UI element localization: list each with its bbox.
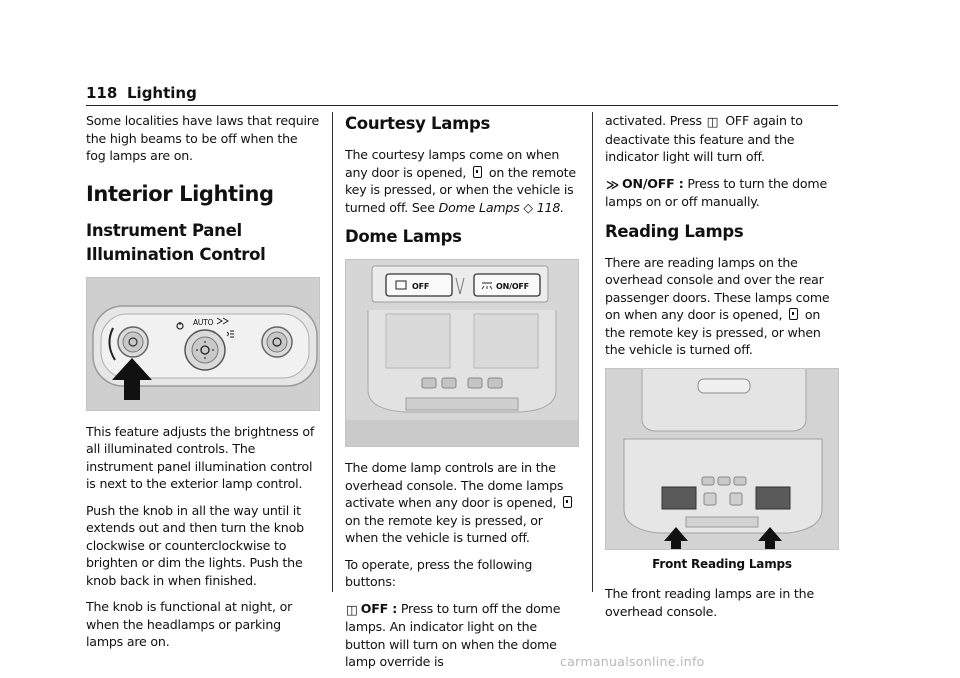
dome-off-label: OFF [412,282,429,291]
page-number: 118 [86,84,118,102]
off-paragraph: ◫OFF : Press to turn off the dome lamps.… [345,600,561,670]
reference-arrow-icon: ◇ [523,199,533,215]
cross-reference: Dome Lamps [438,199,520,215]
dome-console-illustration: OFF ON/OFF [346,260,578,446]
dome-onoff-label: ON/OFF [496,282,529,291]
panel-paragraph-3: The knob is functional at night, or when… [86,599,293,649]
column-3: activated. Press ◫ OFF again to deactiva… [605,112,839,629]
dome-lamp-icon: ≫ [606,176,619,192]
off-label: OFF : [360,600,398,616]
column-divider [592,112,593,592]
intro-paragraph: Some localities have laws that require t… [86,113,320,163]
column-2: Courtesy Lamps The courtesy lamps come o… [345,112,579,678]
column-1: Some localities have laws that require t… [86,112,320,660]
dome-paragraph: The dome lamp controls are in the overhe… [345,459,579,547]
remote-key-icon [789,308,799,320]
onoff-paragraph: ≫ON/OFF : Press to turn the dome lamps o… [605,175,828,210]
section-title: Lighting [127,84,197,102]
remote-key-icon [563,496,573,508]
operate-paragraph: To operate, press the following buttons: [345,556,533,590]
heading-interior-lighting: Interior Lighting [86,181,274,206]
onoff-label: ON/OFF : [621,175,684,191]
panel-paragraph-2: Push the knob in all the way until it ex… [86,502,304,588]
panel-paragraph-1: This feature adjusts the brightness of a… [86,423,315,492]
courtesy-paragraph: The courtesy lamps come on when any door… [345,147,576,215]
instrument-panel-figure: AUTO [86,276,320,411]
front-reading-paragraph: The front reading lamps are in the overh… [605,586,814,619]
reading-paragraph: There are reading lamps on the overhead … [605,254,830,358]
column-divider [332,112,333,592]
reading-console-illustration [606,368,838,549]
heading-instrument-panel: Instrument Panel Illumination Control [86,220,266,264]
continued-paragraph: activated. Press ◫ OFF again to deactiva… [605,113,803,164]
auto-label: AUTO [193,318,214,327]
dome-override-icon: ◫ [346,601,358,617]
reading-lamp-figure [605,367,839,550]
heading-courtesy-lamps: Courtesy Lamps [345,114,491,133]
dome-lamp-figure: OFF ON/OFF [345,259,579,447]
reference-page: 118 [536,199,561,215]
panel-control-illustration: AUTO [87,277,319,410]
remote-key-icon [473,165,482,178]
figure-caption: Front Reading Lamps [652,556,792,571]
dome-override-icon: ◫ [706,114,719,129]
watermark: carmanualsonline.info [560,654,705,669]
heading-reading-lamps: Reading Lamps [605,221,744,241]
page-header: 118 Lighting [86,84,838,106]
heading-dome-lamps: Dome Lamps [345,227,462,246]
